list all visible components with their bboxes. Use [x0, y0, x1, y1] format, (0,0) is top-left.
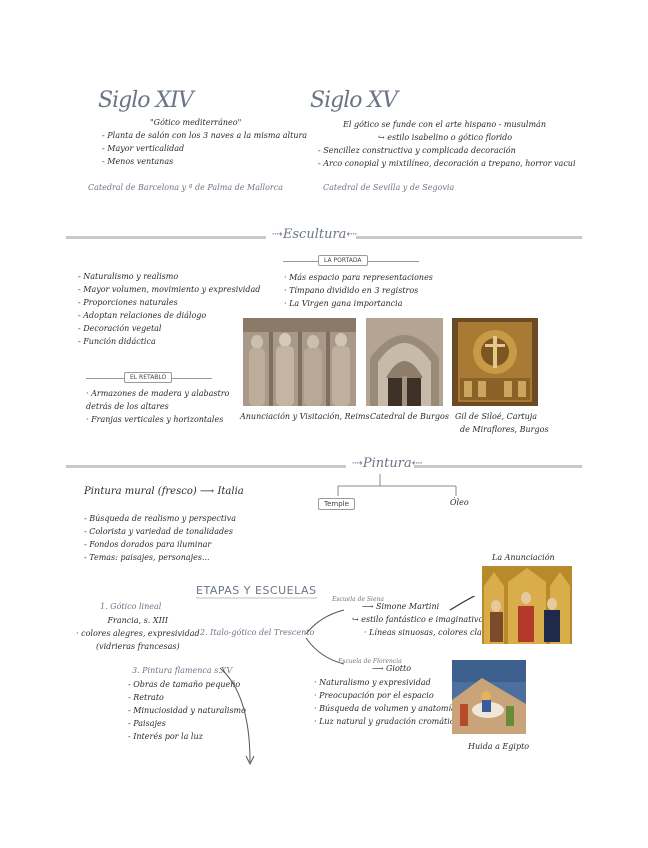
huida-egipto-painting-image — [452, 660, 526, 734]
list-item: - Minuciosidad y naturalismo — [128, 706, 246, 715]
list-item: - Decoración vegetal — [78, 324, 162, 333]
anunciacion-painting-image — [482, 566, 572, 644]
siglo-xv-title: Siglo XV — [310, 88, 398, 113]
burgos-cathedral-image — [366, 318, 443, 406]
miraflores-altarpiece-image — [452, 318, 538, 406]
list-item: - Paisajes — [128, 719, 166, 728]
list-item: ↪ estilo fantástico e imaginativo — [352, 615, 484, 624]
siglo-xiv-title: Siglo XIV — [98, 88, 194, 113]
list-item: · Búsqueda de volumen y anatomía — [314, 704, 456, 713]
list-item: · Líneas sinuosas, colores claros — [364, 628, 495, 637]
giotto-label: ⟶ Giotto — [372, 664, 412, 673]
list-item: - Proporciones naturales — [78, 298, 178, 307]
siena-label: Escuela de Siena — [332, 596, 384, 603]
list-item: · Tímpano dividido en 3 registros — [284, 286, 419, 295]
reims-sculpture-image — [243, 318, 356, 406]
list-item: · Luz natural y gradación cromática — [314, 717, 460, 726]
list-item: - Sencillez constructiva y complicada de… — [318, 146, 516, 155]
list-item: · Preocupación por el espacio — [314, 691, 434, 700]
miraflores-caption-1: Gil de Siloé, Cartuja — [455, 412, 538, 421]
escultura-title: ⇢Escultura⇠ — [272, 227, 358, 242]
etapa-3-title: 3. Pintura flamenca s.XV — [132, 666, 233, 675]
escultura-list: - Naturalismo y realismo - Mayor volumen… — [78, 270, 260, 348]
temple-tag: Temple — [318, 498, 355, 510]
list-item: - Función didáctica — [78, 337, 156, 346]
flemish-arrow — [219, 667, 255, 766]
list-item: · colores alegres, expresividad — [76, 629, 200, 638]
reims-caption: Anunciación y Visitación, Reims — [240, 412, 370, 421]
siglo-xiv-list: - Planta de salón con los 3 naves a la m… — [102, 129, 307, 168]
list-item: - Menos ventanas — [102, 157, 174, 166]
list-item: Francia, s. XIII — [107, 616, 169, 625]
list-item: · Más espacio para representaciones — [284, 273, 433, 282]
siglo-xiv-subtitle: "Gótico mediterráneo" — [150, 118, 242, 127]
list-item: (vidrieras francesas) — [95, 642, 180, 651]
etapa-1-list: Francia, s. XIII · colores alegres, expr… — [76, 614, 200, 653]
list-item: - Fondos dorados para iluminar — [84, 540, 212, 549]
oleo-label: Óleo — [450, 498, 469, 507]
list-item: - Arco conopial y mixtilíneo, decoración… — [318, 159, 576, 168]
etapas-heading: ETAPAS Y ESCUELAS — [196, 584, 317, 599]
list-item: - Obras de tamaño pequeño — [128, 680, 241, 689]
siglo-xv-list: - Sencillez constructiva y complicada de… — [318, 144, 576, 170]
divider — [414, 465, 582, 468]
martini-label: ⟶ Simone Martini — [362, 602, 440, 611]
pintura-mural: Pintura mural (fresco) ⟶ Italia — [84, 486, 244, 497]
portada-tag: LA PORTADA — [318, 255, 368, 266]
etapa-1-title: 1. Gótico lineal — [100, 602, 162, 611]
divider — [66, 465, 346, 468]
list-item: · La Virgen gana importancia — [284, 299, 403, 308]
divider — [356, 236, 582, 239]
pintura-list: - Búsqueda de realismo y perspectiva - C… — [84, 512, 236, 564]
list-item: detrás de los altares — [86, 402, 169, 411]
list-item: - Colorista y variedad de tonalidades — [84, 527, 233, 536]
list-item: - Naturalismo y realismo — [78, 272, 179, 281]
list-item: - Retrato — [128, 693, 164, 702]
siglo-xv-line1: El gótico se funde con el arte hispano -… — [343, 120, 546, 129]
list-item: - Planta de salón con los 3 naves a la m… — [102, 131, 308, 140]
anunciacion-caption: La Anunciación — [492, 553, 555, 562]
florencia-label: Escuela de Florencia — [338, 658, 402, 665]
huida-caption: Huida a Egipto — [468, 742, 530, 751]
list-item: - Adoptan relaciones de diálogo — [78, 311, 207, 320]
etapa-2-arrows — [305, 596, 476, 665]
list-item: - Mayor volumen, movimiento y expresivid… — [78, 285, 261, 294]
etapa-2-title: 2. Italo-gótico del Trescento — [200, 628, 315, 637]
burgos-caption: Catedral de Burgos — [370, 412, 449, 421]
siena-list: ↪ estilo fantástico e imaginativo · Líne… — [352, 613, 495, 639]
retablo-list: · Armazones de madera y alabastro detrás… — [86, 387, 229, 426]
list-item: - Mayor verticalidad — [102, 144, 185, 153]
miraflores-caption-2: de Miraflores, Burgos — [460, 425, 549, 434]
etapa-3-list: - Obras de tamaño pequeño - Retrato - Mi… — [128, 678, 246, 743]
pintura-title: ⇢Pintura⇠ — [352, 456, 423, 471]
siglo-xiv-caption: Catedral de Barcelona y ª de Palma de Ma… — [88, 183, 284, 192]
list-item: · Armazones de madera y alabastro — [86, 389, 230, 398]
list-item: - Temas: paisajes, personajes... — [84, 553, 210, 562]
list-item: - Interés por la luz — [128, 732, 203, 741]
temple-oleo-branch — [337, 474, 457, 496]
retablo-tag: EL RETABLO — [124, 372, 173, 383]
divider — [66, 236, 266, 239]
list-item: - Búsqueda de realismo y perspectiva — [84, 514, 236, 523]
siglo-xv-line2: ↪ estilo isabelino o gótico florido — [378, 133, 513, 142]
portada-list: · Más espacio para representaciones · Tí… — [284, 271, 433, 310]
florencia-list: · Naturalismo y expresividad · Preocupac… — [314, 676, 459, 728]
siglo-xv-caption: Catedral de Sevilla y de Segovia — [323, 183, 455, 192]
list-item: · Franjas verticales y horizontales — [86, 415, 224, 424]
list-item: · Naturalismo y expresividad — [314, 678, 431, 687]
